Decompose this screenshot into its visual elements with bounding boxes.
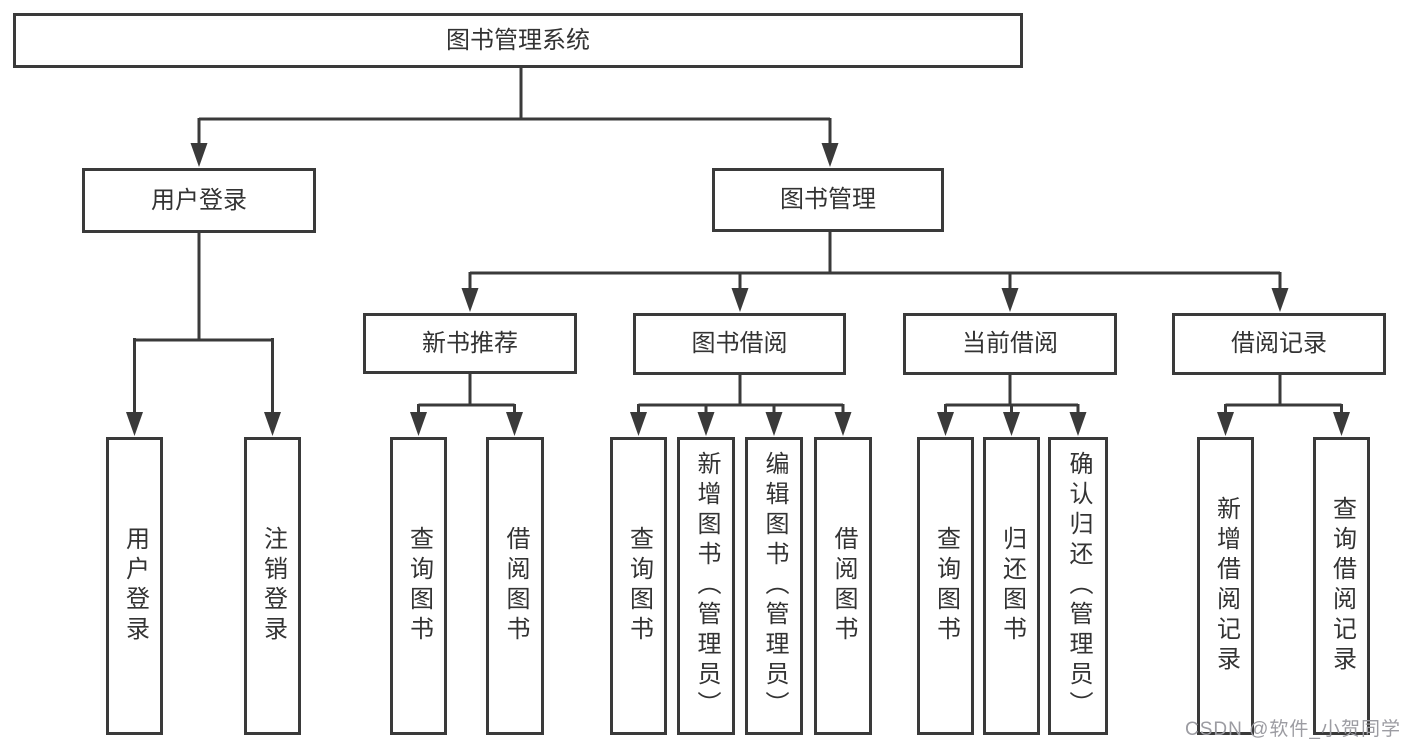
- arrow-down-icon: [1217, 412, 1234, 436]
- arrow-down-icon: [821, 143, 839, 167]
- leaf-user-login: 用户登录: [106, 437, 163, 735]
- leaf-return-books-label: 归还图书: [998, 526, 1026, 646]
- leaf-query-books-3-label: 查询图书: [932, 526, 960, 646]
- arrow-down-icon: [937, 412, 954, 436]
- arrow-down-icon: [264, 412, 281, 436]
- leaf-query-books-1: 查询图书: [390, 437, 447, 735]
- arrow-down-icon: [731, 288, 749, 312]
- node-new-book-recommendation: 新书推荐: [363, 313, 577, 374]
- leaf-query-books-2: 查询图书: [610, 437, 667, 735]
- arrow-down-icon: [1271, 288, 1289, 312]
- leaf-add-borrow-record: 新增借阅记录: [1197, 437, 1254, 735]
- node-new-book-recommendation-label: 新书推荐: [422, 329, 518, 357]
- arrow-down-icon: [1001, 288, 1019, 312]
- arrow-down-icon: [1333, 412, 1350, 436]
- arrow-down-icon: [1003, 412, 1020, 436]
- arrow-down-icon: [506, 412, 523, 436]
- node-book-borrowing: 图书借阅: [633, 313, 846, 375]
- node-user-login-branch-label: 用户登录: [151, 186, 247, 214]
- leaf-confirm-return-admin: 确认归还（管理员）: [1048, 437, 1108, 735]
- leaf-return-books: 归还图书: [983, 437, 1040, 735]
- node-borrowing-records-label: 借阅记录: [1231, 330, 1327, 357]
- node-book-borrowing-label: 图书借阅: [691, 330, 788, 357]
- leaf-query-books-1-label: 查询图书: [405, 526, 433, 646]
- node-borrowing-records: 借阅记录: [1172, 313, 1386, 375]
- arrow-down-icon: [461, 288, 479, 312]
- arrow-down-icon: [765, 412, 783, 436]
- node-root-label: 图书管理系统: [446, 26, 590, 54]
- arrow-down-icon: [1069, 412, 1087, 436]
- arrow-down-icon: [630, 412, 647, 436]
- node-book-management: 图书管理: [712, 168, 944, 232]
- leaf-query-borrow-record: 查询借阅记录: [1313, 437, 1370, 735]
- arrow-down-icon: [834, 412, 852, 436]
- node-user-login-branch: 用户登录: [82, 168, 316, 233]
- leaf-logout: 注销登录: [244, 437, 301, 735]
- arrow-down-icon: [190, 143, 208, 167]
- leaf-borrow-books-2: 借阅图书: [814, 437, 872, 735]
- node-current-borrowing: 当前借阅: [903, 313, 1117, 375]
- leaf-add-borrow-record-label: 新增借阅记录: [1212, 496, 1240, 676]
- leaf-user-login-label: 用户登录: [121, 526, 149, 646]
- connector-path: [133, 66, 1343, 413]
- arrow-down-icon: [126, 412, 143, 436]
- leaf-edit-books-admin-label: 编辑图书（管理员）: [761, 451, 788, 721]
- leaf-confirm-return-admin-label: 确认归还（管理员）: [1065, 451, 1092, 721]
- leaf-query-books-3: 查询图书: [917, 437, 974, 735]
- leaf-borrow-books-1-label: 借阅图书: [502, 526, 529, 646]
- arrow-down-icon: [697, 412, 715, 436]
- leaf-borrow-books-1: 借阅图书: [486, 437, 544, 735]
- node-root: 图书管理系统: [13, 13, 1023, 68]
- csdn-watermark: CSDN @软件_小贺同学: [1185, 719, 1401, 740]
- leaf-query-borrow-record-label: 查询借阅记录: [1328, 496, 1356, 676]
- leaf-edit-books-admin: 编辑图书（管理员）: [745, 437, 803, 735]
- leaf-borrow-books-2-label: 借阅图书: [830, 526, 857, 646]
- leaf-logout-label: 注销登录: [259, 526, 287, 646]
- leaf-query-books-2-label: 查询图书: [625, 526, 653, 646]
- arrow-down-icon: [410, 412, 427, 436]
- node-book-management-label: 图书管理: [780, 186, 876, 213]
- leaf-add-books-admin: 新增图书（管理员）: [677, 437, 735, 735]
- leaf-add-books-admin-label: 新增图书（管理员）: [693, 451, 720, 721]
- node-current-borrowing-label: 当前借阅: [962, 330, 1058, 357]
